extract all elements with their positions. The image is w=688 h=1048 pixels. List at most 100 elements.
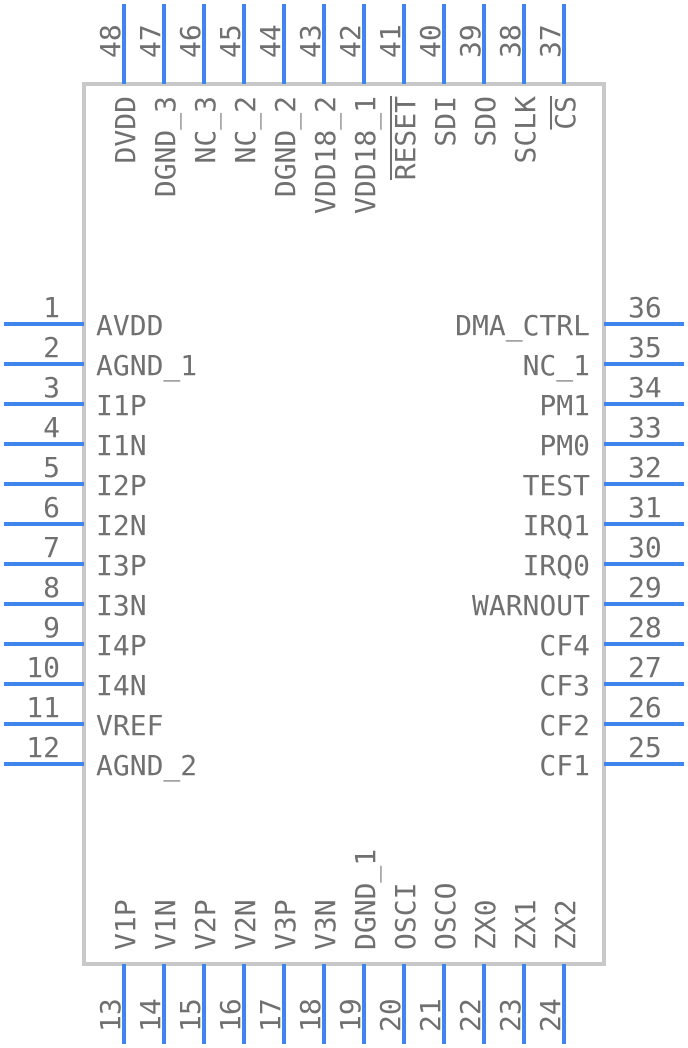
pin-number-31: 31	[628, 491, 662, 524]
pin-label-i2p: I2P	[96, 469, 147, 502]
pin-number-10: 10	[26, 651, 60, 684]
pin-number-36: 36	[628, 291, 662, 324]
pin-label-i4p: I4P	[96, 629, 147, 662]
pin-label-cs: CS	[549, 96, 582, 130]
pin-number-46: 46	[174, 24, 207, 58]
pin-label-vref: VREF	[96, 709, 163, 742]
pin-22: 22 ZX0	[454, 899, 502, 1044]
pin-label-reset: RESET	[389, 96, 422, 180]
pin-label-cf2: CF2	[539, 709, 590, 742]
pin-number-14: 14	[134, 998, 167, 1032]
pin-number-22: 22	[454, 998, 487, 1032]
pin-18: 18 V3N	[294, 899, 342, 1044]
pin-number-42: 42	[334, 24, 367, 58]
pin-label-dgnd-1: DGND_1	[349, 849, 383, 950]
pin-label-avdd: AVDD	[96, 309, 163, 342]
pin-number-6: 6	[43, 491, 60, 524]
pin-label-i3p: I3P	[96, 549, 147, 582]
pin-label-v2n: V2N	[229, 899, 262, 950]
pin-label-i2n: I2N	[96, 509, 147, 542]
pin-number-17: 17	[254, 998, 287, 1032]
pin-label-warnout: WARNOUT	[472, 589, 590, 622]
pin-label-v3n: V3N	[309, 899, 342, 950]
pin-number-4: 4	[43, 411, 60, 444]
pin-label-zx0: ZX0	[469, 899, 502, 950]
pin-label-i1n: I1N	[96, 429, 147, 462]
pin-number-7: 7	[43, 531, 60, 564]
pin-label-nc-1: NC_1	[523, 349, 590, 383]
pin-label-i4n: I4N	[96, 669, 147, 702]
pin-label-v1p: V1P	[109, 899, 142, 950]
pin-label-pm0: PM0	[539, 429, 590, 462]
pin-number-23: 23	[494, 998, 527, 1032]
pin-number-28: 28	[628, 611, 662, 644]
pin-label-irq1: IRQ1	[523, 509, 590, 542]
pin-label-nc-3: NC_3	[189, 96, 223, 163]
pin-number-37: 37	[534, 24, 567, 58]
pin-number-12: 12	[26, 731, 60, 764]
pin-number-30: 30	[628, 531, 662, 564]
pin-number-20: 20	[374, 998, 407, 1032]
pin-label-agnd-2: AGND_2	[96, 749, 197, 783]
pin-number-8: 8	[43, 571, 60, 604]
pin-label-v3p: V3P	[269, 899, 302, 950]
pin-number-35: 35	[628, 331, 662, 364]
pin-number-26: 26	[628, 691, 662, 724]
pin-number-24: 24	[534, 998, 567, 1032]
pin-label-dma-ctrl: DMA_CTRL	[455, 309, 590, 343]
pin-number-25: 25	[628, 731, 662, 764]
pin-label-cf1: CF1	[539, 749, 590, 782]
pin-17: 17 V3P	[254, 899, 302, 1044]
pin-label-i1p: I1P	[96, 389, 147, 422]
pin-number-38: 38	[494, 24, 527, 58]
pin-number-32: 32	[628, 451, 662, 484]
pin-number-21: 21	[414, 998, 447, 1032]
pin-number-9: 9	[43, 611, 60, 644]
pin-number-16: 16	[214, 998, 247, 1032]
pin-label-agnd-1: AGND_1	[96, 349, 197, 383]
pin-number-40: 40	[414, 24, 447, 58]
pin-number-18: 18	[294, 998, 327, 1032]
pin-number-15: 15	[174, 998, 207, 1032]
pin-number-47: 47	[134, 24, 167, 58]
pin-label-i3n: I3N	[96, 589, 147, 622]
pin-label-sclk: SCLK	[509, 96, 542, 164]
pin-number-27: 27	[628, 651, 662, 684]
pin-label-osco: OSCO	[429, 883, 462, 950]
pin-label-cf4: CF4	[539, 629, 590, 662]
pin-16: 16 V2N	[214, 899, 262, 1044]
